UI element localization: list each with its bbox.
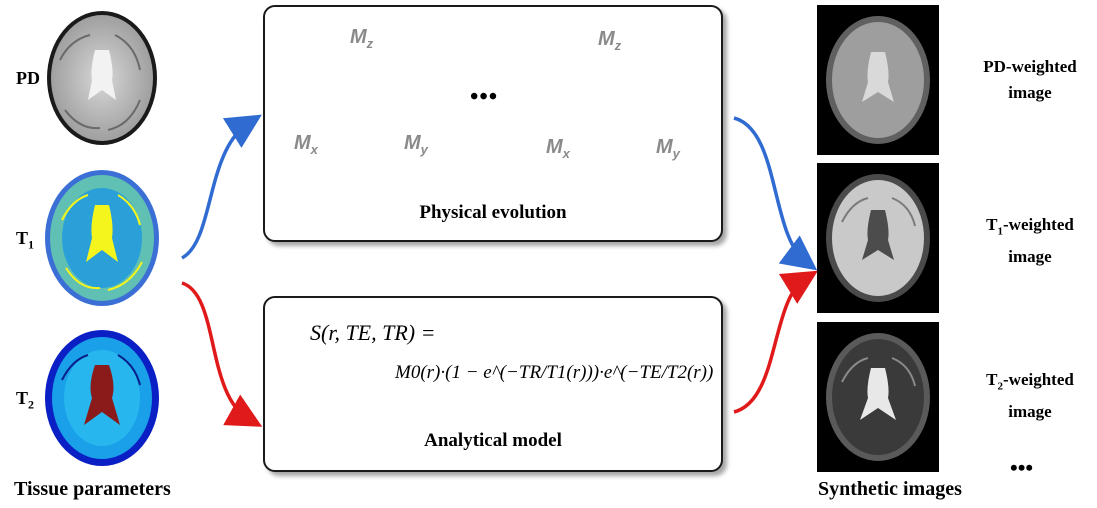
t2-label: T2 xyxy=(16,388,35,412)
pd-map-image xyxy=(47,11,157,145)
analytical-model-title: Analytical model xyxy=(424,430,562,451)
physical-evolution-title: Physical evolution xyxy=(419,202,567,223)
tissue-parameters-title: Tissue parameters xyxy=(14,478,171,500)
axis-label-my-2: My xyxy=(656,136,680,161)
t2-weighted-label: T2-weighted image xyxy=(986,370,1074,422)
equation-line-1: S(r, TE, TR) = xyxy=(310,320,436,345)
analytical-model-box: S(r, TE, TR) = M0(r)·(1 − e^(−TR/T1(r)))… xyxy=(263,296,723,472)
physical-ellipsis: ••• xyxy=(470,84,499,110)
physical-evolution-box: Physical evolution xyxy=(263,5,723,242)
t2-map-image xyxy=(45,330,159,466)
red-arrow-in xyxy=(181,281,263,427)
equation-line-2: M0(r)·(1 − e^(−TR/T1(r)))·e^(−TE/T2(r)) xyxy=(395,362,714,383)
axis-label-my-1: My xyxy=(404,132,428,157)
pd-weighted-image xyxy=(817,5,939,155)
axis-label-mz-1: Mz xyxy=(350,26,374,51)
t1-label: T1 xyxy=(16,228,35,252)
t1-weighted-image xyxy=(817,163,939,313)
blue-arrow-in xyxy=(181,114,262,260)
red-arrow-out xyxy=(733,270,818,414)
pd-weighted-label: PD-weighted image xyxy=(983,57,1077,102)
synthetic-ellipsis: ••• xyxy=(1010,455,1034,480)
synthetic-images-title: Synthetic images xyxy=(818,478,962,500)
axis-label-mx-1: Mx xyxy=(294,132,318,157)
blue-arrow-out xyxy=(733,116,818,271)
t1-map-image xyxy=(45,170,159,306)
axis-label-mz-2: Mz xyxy=(598,28,622,53)
t2-weighted-image xyxy=(817,322,939,472)
axis-label-mx-2: Mx xyxy=(546,136,570,161)
pd-label: PD xyxy=(16,68,40,88)
t1-weighted-label: T1-weighted image xyxy=(986,215,1074,267)
